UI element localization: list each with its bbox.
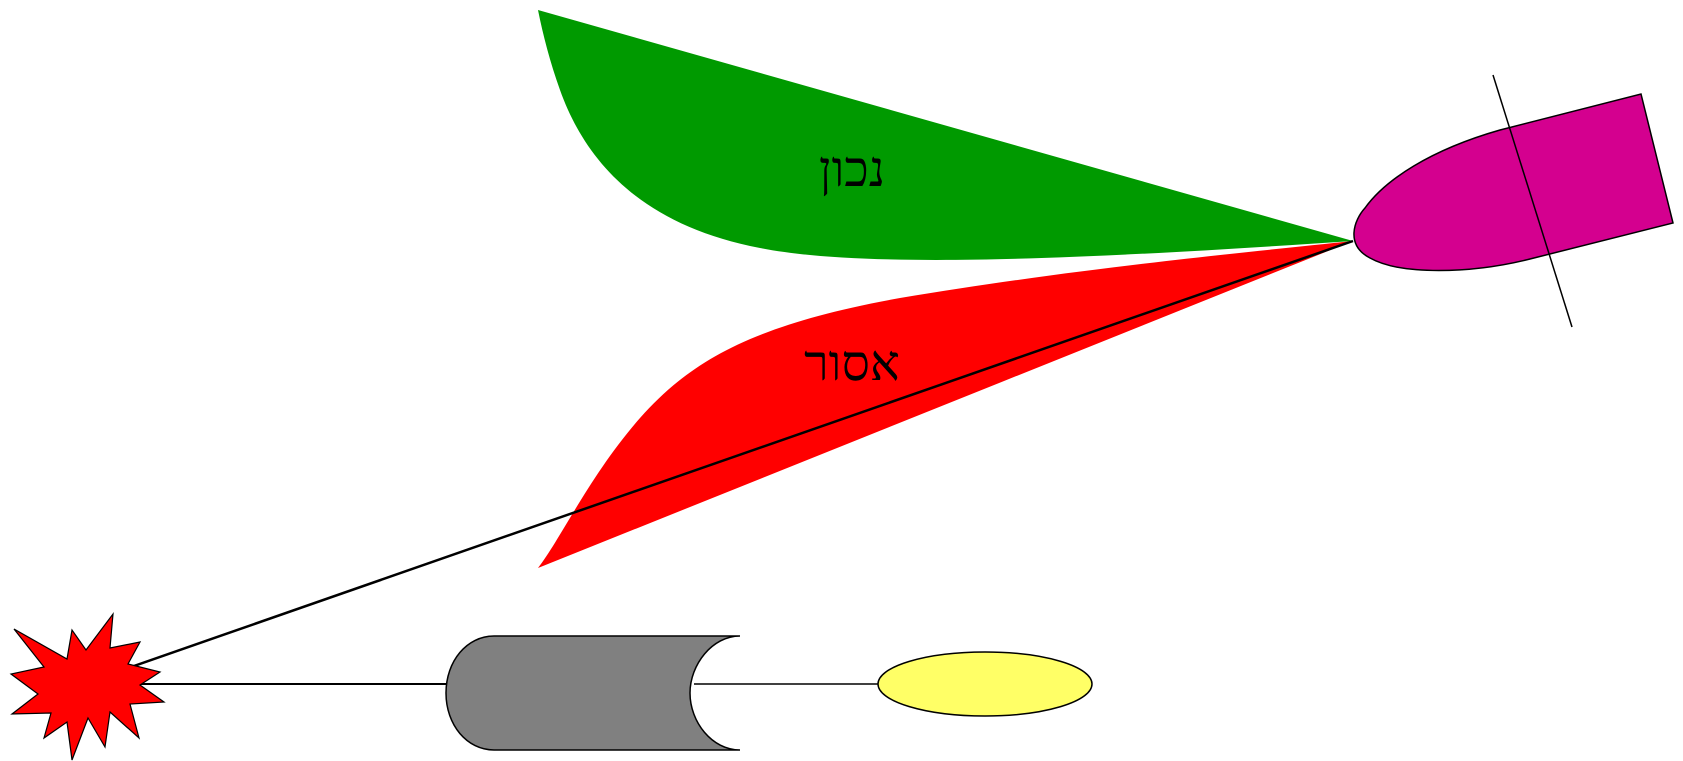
- label-correct: נכון: [819, 140, 885, 198]
- boat-shape: [1353, 93, 1674, 272]
- boat-cross-line: [1492, 74, 1573, 328]
- correct-region: [538, 10, 1353, 260]
- ellipse-shape: [877, 651, 1093, 717]
- explosion-icon: [9, 611, 166, 761]
- boat-to-explosion-line: [87, 239, 1354, 684]
- cylinder-shape: [445, 635, 741, 751]
- label-forbidden: אסור: [804, 334, 900, 392]
- forbidden-region: [538, 241, 1353, 568]
